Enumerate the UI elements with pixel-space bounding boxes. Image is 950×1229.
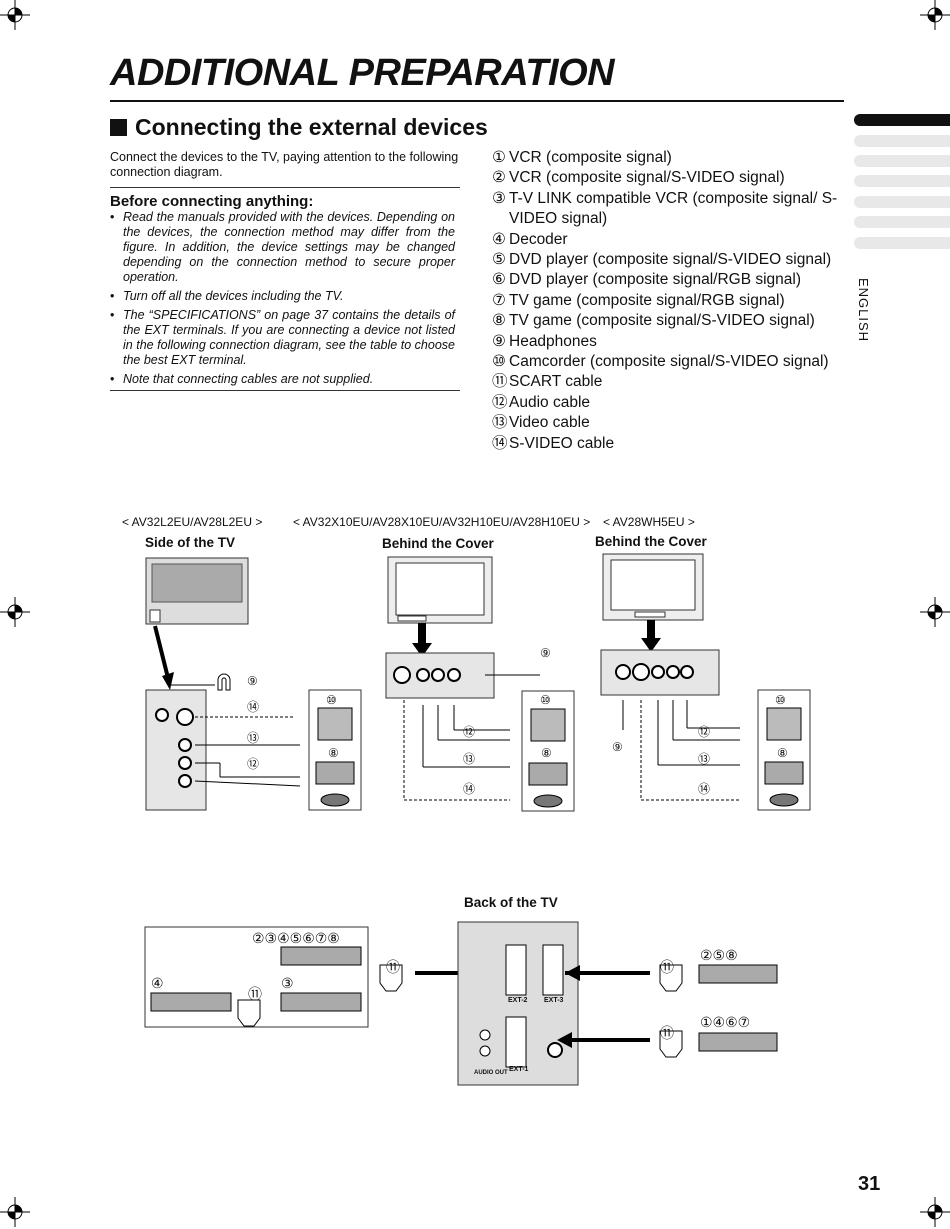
tab	[854, 196, 950, 208]
list-item: Note that connecting cables are not supp…	[110, 372, 455, 387]
callout: ⑧	[777, 746, 788, 760]
section-title-text: Connecting the external devices	[135, 114, 488, 140]
callout: ⑬	[247, 731, 260, 745]
diagram-label: Behind the Cover	[595, 534, 707, 549]
before-heading: Before connecting anything:	[110, 193, 314, 210]
cover-connection-diagram-1	[385, 556, 575, 812]
callout: ⑫	[698, 725, 711, 739]
tab	[854, 155, 950, 167]
callout: ⑬	[463, 752, 476, 766]
callout: ⑩	[775, 693, 786, 707]
callout: ⑪	[248, 986, 262, 1002]
side-connection-diagram	[145, 557, 362, 811]
callout: ②⑤⑧	[700, 947, 738, 963]
terminal-label: EXT-2	[508, 997, 528, 1004]
callout: ⑩	[326, 693, 337, 707]
diagram-label: Behind the Cover	[382, 536, 494, 551]
tab	[854, 175, 950, 187]
callout: ②③④⑤⑥⑦⑧	[252, 930, 340, 946]
callout: ⑭	[247, 700, 260, 714]
tab	[854, 237, 950, 249]
tab	[854, 216, 950, 228]
callout: ⑩	[540, 693, 551, 707]
list-item: Turn off all the devices including the T…	[110, 289, 455, 304]
callout: ⑭	[698, 782, 711, 796]
tab	[854, 135, 950, 147]
callout: ⑪	[386, 959, 400, 975]
callout: ⑫	[463, 725, 476, 739]
callout: ⑧	[328, 746, 339, 760]
callout: ⑬	[698, 752, 711, 766]
list-item: Read the manuals provided with the devic…	[110, 210, 455, 285]
cover-connection-diagram-2	[600, 553, 811, 811]
callout: ⑭	[463, 782, 476, 796]
divider	[110, 390, 460, 391]
back-connection-diagram	[144, 921, 778, 1086]
model-label: < AV32X10EU/AV28X10EU/AV32H10EU/AV28H10E…	[293, 515, 591, 529]
square-bullet-icon	[110, 119, 127, 136]
callout: ⑨	[247, 674, 258, 688]
callout: ⑧	[541, 746, 552, 760]
intro-text: Connect the devices to the TV, paying at…	[110, 150, 459, 179]
model-label: < AV28WH5EU >	[603, 515, 695, 529]
back-of-tv-label: Back of the TV	[464, 895, 558, 910]
page-title: ADDITIONAL PREPARATION	[110, 52, 615, 94]
callout: ⑫	[247, 757, 260, 771]
callout: ④	[151, 975, 164, 991]
side-language: ENGLISH	[856, 278, 871, 343]
precautions-list: Read the manuals provided with the devic…	[110, 210, 455, 391]
section-title: Connecting the external devices	[110, 114, 488, 141]
callout: ⑨	[612, 740, 623, 754]
page-number: 31	[858, 1173, 881, 1195]
callout: ③	[281, 975, 294, 991]
divider	[110, 187, 460, 188]
model-label: < AV32L2EU/AV28L2EU >	[122, 515, 263, 529]
list-item: The “SPECIFICATIONS” on page 37 contains…	[110, 308, 455, 368]
terminal-label: EXT-3	[544, 997, 564, 1004]
terminal-label: EXT-1	[509, 1066, 529, 1073]
callout: ⑪	[660, 1025, 674, 1041]
diagram-label: Side of the TV	[145, 535, 236, 550]
title-rule	[110, 100, 844, 102]
terminal-label: AUDIO OUT	[474, 1070, 508, 1076]
tab-active	[854, 114, 950, 126]
callout: ⑪	[660, 959, 674, 975]
callout: ①④⑥⑦	[700, 1014, 751, 1030]
callout: ⑨	[540, 646, 551, 660]
